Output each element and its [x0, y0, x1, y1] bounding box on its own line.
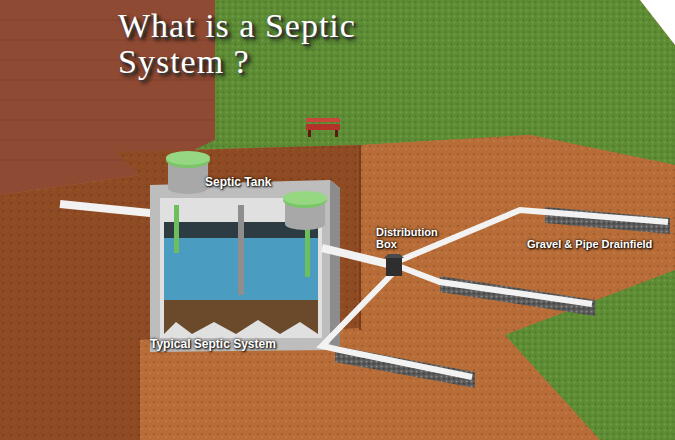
- title-heading: What is a Septic System ?: [118, 8, 358, 80]
- system-caption-label: Typical Septic System: [150, 337, 330, 351]
- drainfield-label: Gravel & Pipe Drainfield: [527, 238, 672, 250]
- tank-label: Septic Tank: [205, 175, 315, 189]
- box-label: Distribution Box: [376, 226, 456, 250]
